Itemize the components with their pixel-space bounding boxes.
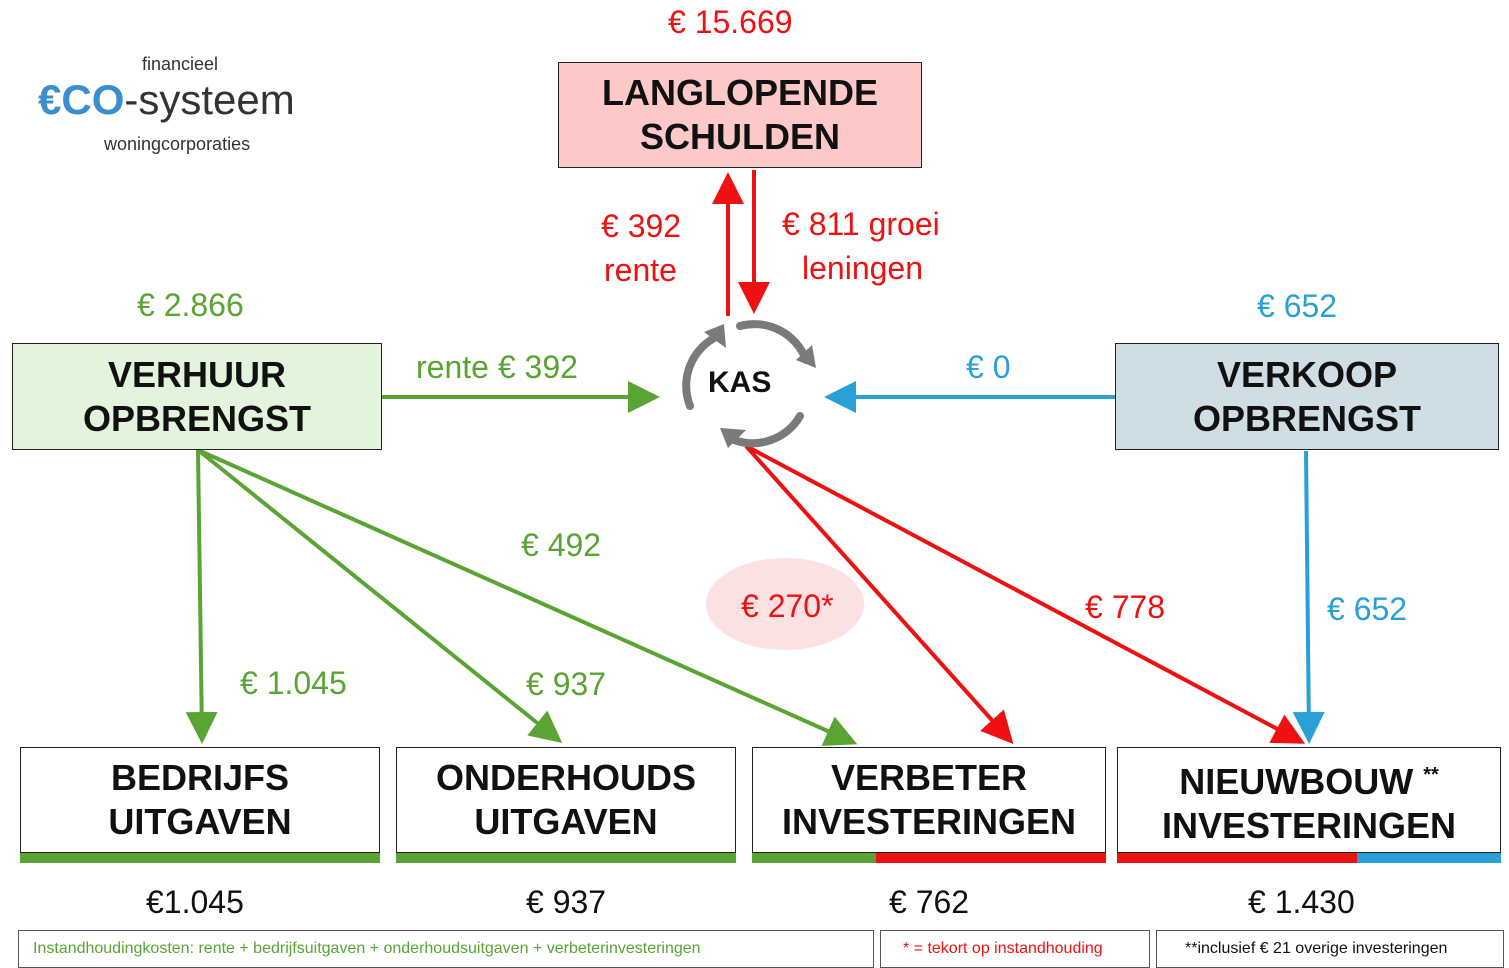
arrow-kas-to-verbeter [744, 444, 1014, 744]
arrow-sales-to-nieuwbouw [1292, 450, 1325, 744]
nieuwbouw-total: € 1.430 [1248, 884, 1355, 920]
to-verbeter-green-label: € 492 [521, 527, 602, 563]
output-line1: ONDERHOUDS [435, 757, 696, 798]
output-onderhouds-box: ONDERHOUDS UITGAVEN [396, 747, 736, 853]
loans-down-label: leningen [802, 250, 923, 286]
sales-amount: € 652 [1257, 288, 1338, 324]
verbeter-bar-red [876, 853, 1106, 863]
output-line1-text: NIEUWBOUW [1179, 760, 1414, 802]
logo: financieel €CO-systeem woningcorporaties [38, 54, 338, 164]
rental-to-kas-label: rente € 392 [416, 349, 578, 385]
rental-title-line1: VERHUUR [107, 353, 286, 395]
bedrijfs-bar [20, 853, 380, 863]
onderhouds-total: € 937 [526, 884, 607, 920]
output-line2: UITGAVEN [474, 801, 658, 842]
debt-title-line2: SCHULDEN [639, 116, 840, 157]
bedrijfs-total: €1.045 [146, 884, 244, 920]
debt-amount: € 15.669 [668, 4, 793, 40]
shortfall-highlight [706, 558, 864, 650]
note-shortfall: * = tekort op instandhouding [880, 930, 1150, 968]
arrow-rental-to-bedrijfs [185, 449, 218, 744]
rent-up-label: rente [604, 252, 677, 288]
debt-title-line1: LANGLOPENDE [601, 72, 878, 113]
to-bedrijfs-label: € 1.045 [240, 665, 347, 701]
note-maintenance-costs: Instandhoudingkosten: rente + bedrijfsui… [18, 930, 874, 968]
kas-to-nieuwbouw-label: € 778 [1085, 589, 1166, 625]
output-line2: INVESTERINGEN [1161, 804, 1457, 846]
sales-title-line2: OPBRENGST [1192, 397, 1422, 439]
nieuwbouw-bar-blue [1357, 853, 1501, 863]
kas-label: KAS [708, 366, 772, 399]
logo-suffix: -systeem [124, 76, 295, 123]
arrow-rental-to-onderhouds [196, 448, 563, 744]
note-other-investments: **inclusief € 21 overige investeringen [1156, 930, 1504, 968]
output-line2: UITGAVEN [108, 801, 292, 842]
logo-main-text: €CO-systeem [38, 76, 295, 124]
sales-to-kas-label: € 0 [966, 349, 1011, 385]
debt-box: LANGLOPENDE SCHULDEN [558, 62, 922, 168]
logo-prefix: €CO [38, 76, 125, 123]
output-line2: INVESTERINGEN [781, 801, 1077, 842]
nieuwbouw-bar-red [1117, 853, 1357, 863]
rental-box: VERHUUR OPBRENGST [12, 343, 382, 450]
to-onderhouds-label: € 937 [526, 666, 607, 702]
output-line1: NIEUWBOUW ** [1179, 753, 1439, 804]
sales-title-line1: VERKOOP [1216, 353, 1398, 395]
output-verbeter-box: VERBETER INVESTERINGEN [752, 747, 1106, 853]
sales-box: VERKOOP OPBRENGST [1115, 343, 1499, 450]
verbeter-bar-green [752, 853, 876, 863]
arrow-rental-to-verbeter [197, 448, 858, 746]
loans-down-amount: € 811 groei [782, 206, 940, 242]
rental-title-line2: OPBRENGST [82, 397, 312, 439]
arrow-kas-to-nieuwbouw [745, 444, 1306, 744]
cycle-icon [682, 320, 810, 448]
rent-up-amount: € 392 [601, 208, 682, 244]
logo-top-text: financieel [142, 54, 219, 74]
logo-bottom-text: woningcorporaties [104, 134, 251, 154]
shortfall-label: € 270* [741, 588, 834, 624]
onderhouds-bar [396, 853, 736, 863]
output-footnote-mark: ** [1423, 763, 1439, 786]
verbeter-total: € 762 [889, 884, 970, 920]
output-line1: BEDRIJFS [110, 757, 290, 798]
rental-amount: € 2.866 [137, 287, 244, 323]
output-line1: VERBETER [830, 757, 1028, 798]
output-nieuwbouw-box: NIEUWBOUW ** INVESTERINGEN [1117, 747, 1501, 853]
sales-to-nieuwbouw-label: € 652 [1327, 591, 1408, 627]
output-bedrijfs-box: BEDRIJFS UITGAVEN [20, 747, 380, 853]
